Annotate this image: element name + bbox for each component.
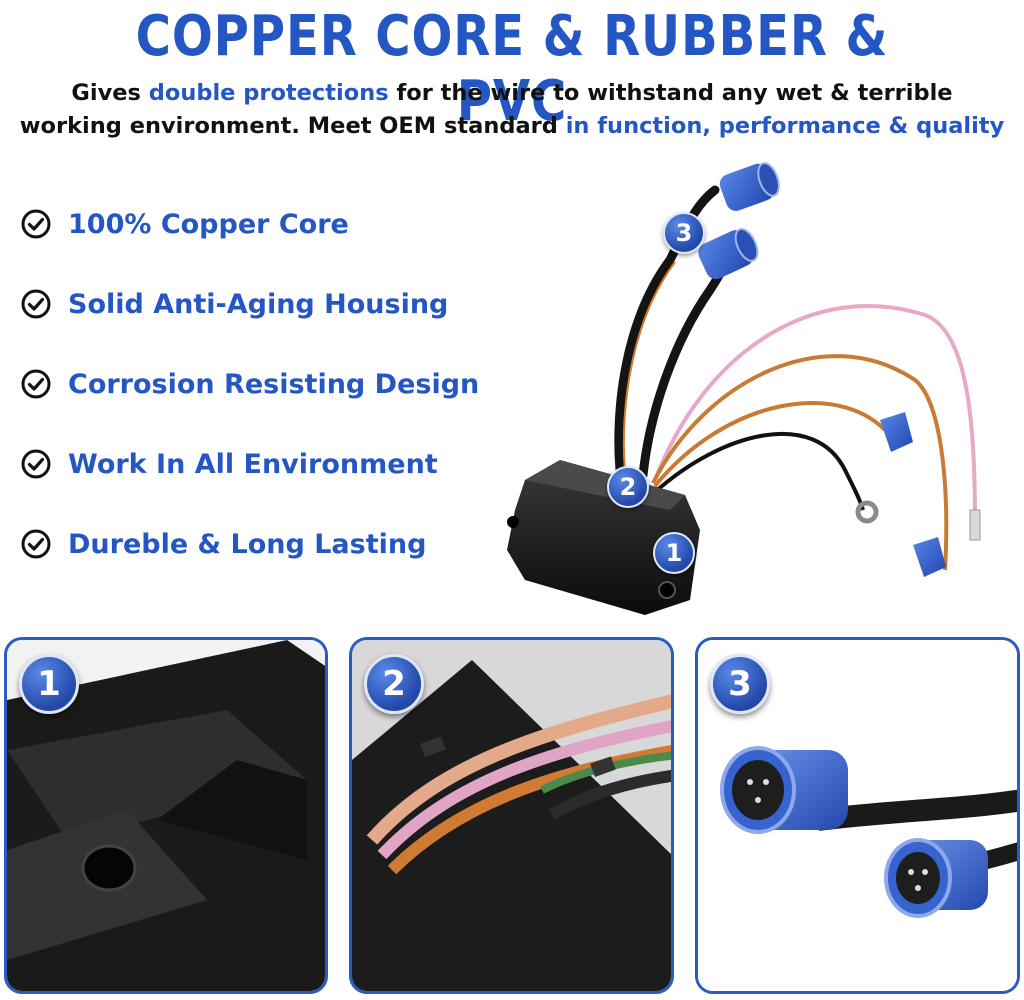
- feature-label: Corrosion Resisting Design: [68, 368, 480, 400]
- check-circle-icon: [21, 289, 51, 319]
- callout-number: 1: [665, 539, 683, 567]
- page-title: COPPER CORE & RUBBER & PVC: [135, 4, 889, 134]
- detail-panel-wires: 2: [349, 637, 674, 994]
- subtitle-text: Gives: [71, 80, 149, 106]
- check-circle-icon: [21, 449, 51, 479]
- callout-badge: 1: [653, 532, 695, 574]
- check-circle-icon: [21, 209, 51, 239]
- subtitle-text: working environment. Meet OEM standard: [19, 113, 566, 139]
- check-circle-icon: [21, 369, 51, 399]
- feature-label: 100% Copper Core: [68, 208, 349, 240]
- subtitle-text: for the wire to withstand any wet & terr…: [388, 80, 953, 106]
- subtitle-line-1: Gives double protections for the wire to…: [0, 80, 1024, 106]
- subtitle-highlight: in function, performance & quality: [565, 113, 1005, 139]
- callout-number: 3: [675, 219, 693, 247]
- panel-badge-number: 2: [382, 664, 406, 704]
- feature-item: Corrosion Resisting Design: [20, 364, 479, 404]
- product-illustration: 3 2 1: [495, 150, 995, 620]
- feature-item: Solid Anti-Aging Housing: [20, 284, 448, 324]
- detail-panel-connectors: 3: [695, 637, 1020, 994]
- callout-badge: 2: [607, 466, 649, 508]
- check-circle-icon: [21, 529, 51, 559]
- panel-badge-number: 1: [37, 664, 61, 704]
- feature-label: Work In All Environment: [68, 448, 438, 480]
- feature-item: 100% Copper Core: [20, 204, 349, 244]
- callout-badge: 3: [663, 212, 705, 254]
- feature-item: Dureble & Long Lasting: [20, 524, 426, 564]
- panel-badge-number: 3: [728, 664, 752, 704]
- power-pack-image: [507, 162, 981, 615]
- panel-badge: 3: [710, 654, 770, 714]
- feature-label: Solid Anti-Aging Housing: [68, 288, 449, 320]
- panel-badge: 2: [364, 654, 424, 714]
- subtitle-line-2: working environment. Meet OEM standard i…: [0, 113, 1024, 139]
- detail-panel-housing: 1: [4, 637, 328, 994]
- feature-item: Work In All Environment: [20, 444, 438, 484]
- panel-badge: 1: [19, 654, 79, 714]
- subtitle-highlight: double protections: [148, 80, 389, 106]
- callout-number: 2: [619, 473, 637, 501]
- housing-closeup-image: [7, 640, 325, 991]
- feature-label: Dureble & Long Lasting: [68, 528, 427, 560]
